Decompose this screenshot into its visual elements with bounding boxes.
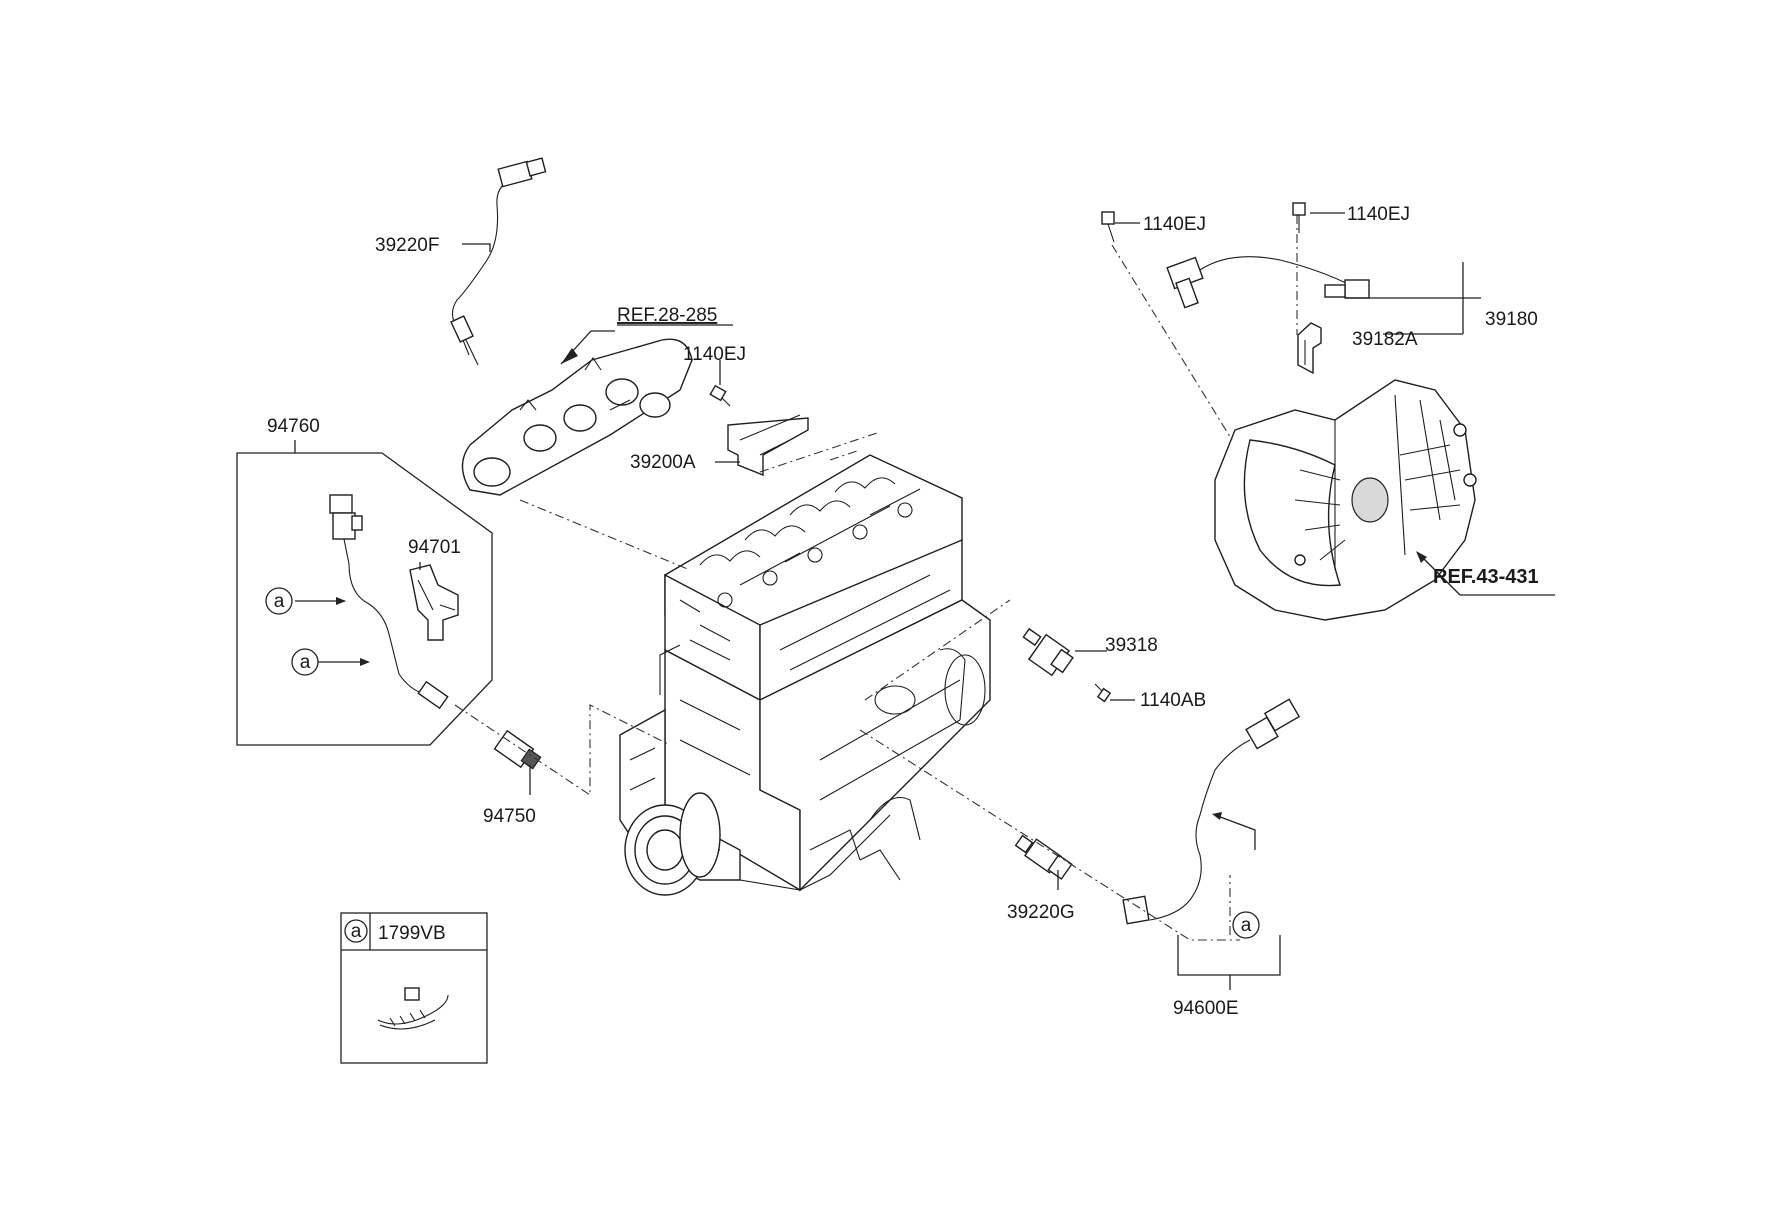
transmission-housing (1214, 379, 1477, 621)
sensor-94750 (493, 729, 542, 770)
label-39182A: 39182A (1352, 329, 1418, 350)
label-1140EJ-right: 1140EJ (1347, 204, 1410, 225)
sensor-39220G (1014, 834, 1073, 880)
svg-text:a: a (351, 921, 362, 942)
engine-block (619, 454, 991, 896)
label-39200A: 39200A (630, 452, 696, 473)
sensor-39318 (1022, 627, 1112, 703)
circle-marker-a-legend: a (344, 919, 368, 943)
label-39220G: 39220G (1007, 902, 1075, 923)
circle-marker-a-1: a (265, 587, 293, 615)
circle-marker-a-2: a (291, 648, 319, 676)
leader-lines (294, 212, 1555, 990)
exhaust-manifold (461, 338, 693, 496)
label-39220F: 39220F (375, 235, 439, 256)
svg-text:a: a (1241, 915, 1252, 936)
label-39318: 39318 (1105, 635, 1158, 656)
label-ref-43-431: REF.43-431 (1433, 566, 1539, 588)
sensor-39180 (1101, 202, 1370, 375)
oxygen-sensor-39220F (450, 157, 547, 366)
circle-marker-a-3: a (1232, 911, 1260, 939)
label-1140EJ-left: 1140EJ (1143, 214, 1206, 235)
label-94600E: 94600E (1173, 998, 1239, 1019)
label-1799VB: 1799VB (378, 923, 446, 944)
legend-1799VB-box (340, 912, 488, 1064)
svg-text:a: a (300, 652, 311, 673)
label-94760: 94760 (267, 416, 320, 437)
harness-94600E (1122, 698, 1301, 925)
label-ref-28-285: REF.28-285 (617, 305, 717, 326)
harness-94760-box (236, 452, 493, 746)
label-94750: 94750 (483, 806, 536, 827)
svg-text:a: a (274, 591, 285, 612)
label-1140AB: 1140AB (1140, 690, 1206, 711)
bracket-39200A (709, 384, 809, 477)
label-1140EJ-top: 1140EJ (683, 344, 746, 365)
label-94701: 94701 (408, 537, 461, 558)
label-39180: 39180 (1485, 309, 1538, 330)
